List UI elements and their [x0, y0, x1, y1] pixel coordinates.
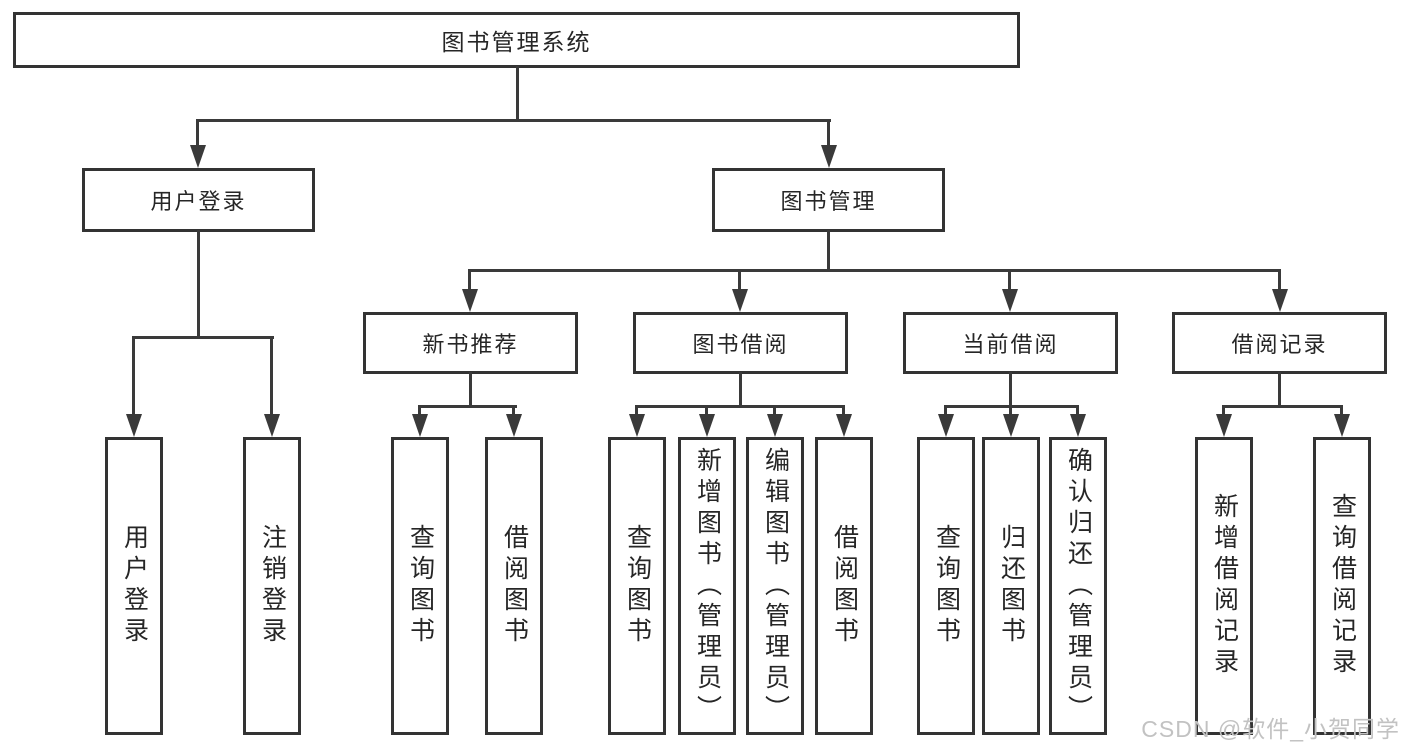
node-label: 当前借阅 — [962, 332, 1059, 357]
leaf-add-borrow-record: 新增借阅记录 — [1195, 437, 1253, 735]
arrow-down-icon — [1070, 414, 1086, 437]
node-current-borrow: 当前借阅 — [903, 312, 1118, 374]
connector-vline — [1008, 269, 1011, 292]
arrow-down-icon — [462, 289, 478, 312]
leaf-logout-login: 注销登录 — [243, 437, 301, 735]
connector-hline — [1223, 405, 1343, 408]
connector-hline — [945, 405, 1079, 408]
connector-vline — [468, 269, 471, 292]
node-user-login: 用户登录 — [82, 168, 315, 232]
arrow-down-icon — [767, 414, 783, 437]
node-book-borrow: 图书借阅 — [633, 312, 848, 374]
node-label: 图书管理系统 — [441, 29, 592, 55]
connector-vline — [197, 230, 200, 338]
connector-vline — [827, 230, 830, 271]
connector-vline — [1222, 405, 1225, 417]
arrow-down-icon — [836, 414, 852, 437]
leaf-return-book: 归还图书 — [982, 437, 1040, 735]
leaf-borrow-book: 借阅图书 — [815, 437, 873, 735]
node-label: 查询图书 — [932, 524, 961, 648]
arrow-down-icon — [699, 414, 715, 437]
leaf-user-login: 用户登录 — [105, 437, 163, 735]
arrow-down-icon — [264, 414, 280, 437]
connector-vline — [512, 405, 515, 417]
connector-hline — [133, 336, 274, 339]
arrow-down-icon — [506, 414, 522, 437]
csdn-watermark: CSDN @软件_小贺同学 — [1141, 716, 1400, 742]
connector-vline — [773, 405, 776, 417]
node-label: 图书管理 — [780, 189, 877, 214]
node-label: 新增图书（管理员） — [693, 446, 722, 726]
node-label: 借阅图书 — [830, 524, 859, 648]
node-label: 借阅记录 — [1231, 332, 1328, 357]
connector-vline — [418, 405, 421, 417]
node-new-book-recommend: 新书推荐 — [363, 312, 578, 374]
node-label: 借阅图书 — [500, 524, 529, 648]
arrow-down-icon — [1003, 414, 1019, 437]
connector-vline — [1340, 405, 1343, 417]
leaf-add-book-admin: 新增图书（管理员） — [678, 437, 736, 735]
arrow-down-icon — [126, 414, 142, 437]
arrow-down-icon — [938, 414, 954, 437]
connector-vline — [469, 372, 472, 407]
connector-vline — [739, 372, 742, 407]
arrow-down-icon — [629, 414, 645, 437]
node-root-system: 图书管理系统 — [13, 12, 1020, 68]
connector-hline — [419, 405, 517, 408]
arrow-down-icon — [732, 289, 748, 312]
connector-vline — [196, 119, 199, 148]
leaf-confirm-return-admin: 确认归还（管理员） — [1049, 437, 1107, 735]
connector-vline — [270, 336, 273, 417]
leaf-query-book-current: 查询图书 — [917, 437, 975, 735]
node-label: 图书借阅 — [692, 332, 789, 357]
node-label: 查询借阅记录 — [1328, 493, 1357, 679]
connector-vline — [738, 269, 741, 292]
node-label: 注销登录 — [258, 524, 287, 648]
connector-vline — [842, 405, 845, 417]
node-label: 查询图书 — [406, 524, 435, 648]
connector-vline — [1009, 405, 1012, 417]
connector-vline — [516, 66, 519, 121]
arrow-down-icon — [821, 145, 837, 168]
connector-hline — [469, 269, 1281, 272]
connector-vline — [1009, 372, 1012, 407]
arrow-down-icon — [1216, 414, 1232, 437]
node-label: 用户登录 — [150, 189, 247, 214]
connector-vline — [944, 405, 947, 417]
connector-vline — [1278, 269, 1281, 292]
node-label: 归还图书 — [997, 524, 1026, 648]
connector-vline — [1076, 405, 1079, 417]
connector-vline — [1278, 372, 1281, 407]
arrow-down-icon — [190, 145, 206, 168]
node-label: 用户登录 — [120, 524, 149, 648]
leaf-edit-book-admin: 编辑图书（管理员） — [746, 437, 804, 735]
arrow-down-icon — [1002, 289, 1018, 312]
connector-hline — [196, 119, 831, 122]
arrow-down-icon — [1334, 414, 1350, 437]
node-label: 查询图书 — [623, 524, 652, 648]
arrow-down-icon — [1272, 289, 1288, 312]
leaf-query-book-borrow: 查询图书 — [608, 437, 666, 735]
leaf-query-borrow-record: 查询借阅记录 — [1313, 437, 1371, 735]
node-borrow-record: 借阅记录 — [1172, 312, 1387, 374]
connector-vline — [827, 119, 830, 148]
node-label: 编辑图书（管理员） — [761, 446, 790, 726]
node-label: 新增借阅记录 — [1210, 493, 1239, 679]
node-book-management: 图书管理 — [712, 168, 945, 232]
leaf-query-book-recommend: 查询图书 — [391, 437, 449, 735]
connector-vline — [705, 405, 708, 417]
connector-vline — [132, 336, 135, 417]
arrow-down-icon — [412, 414, 428, 437]
connector-vline — [635, 405, 638, 417]
leaf-borrow-book-recommend: 借阅图书 — [485, 437, 543, 735]
node-label: 新书推荐 — [422, 332, 519, 357]
node-label: 确认归还（管理员） — [1064, 446, 1093, 726]
connector-hline — [636, 405, 845, 408]
